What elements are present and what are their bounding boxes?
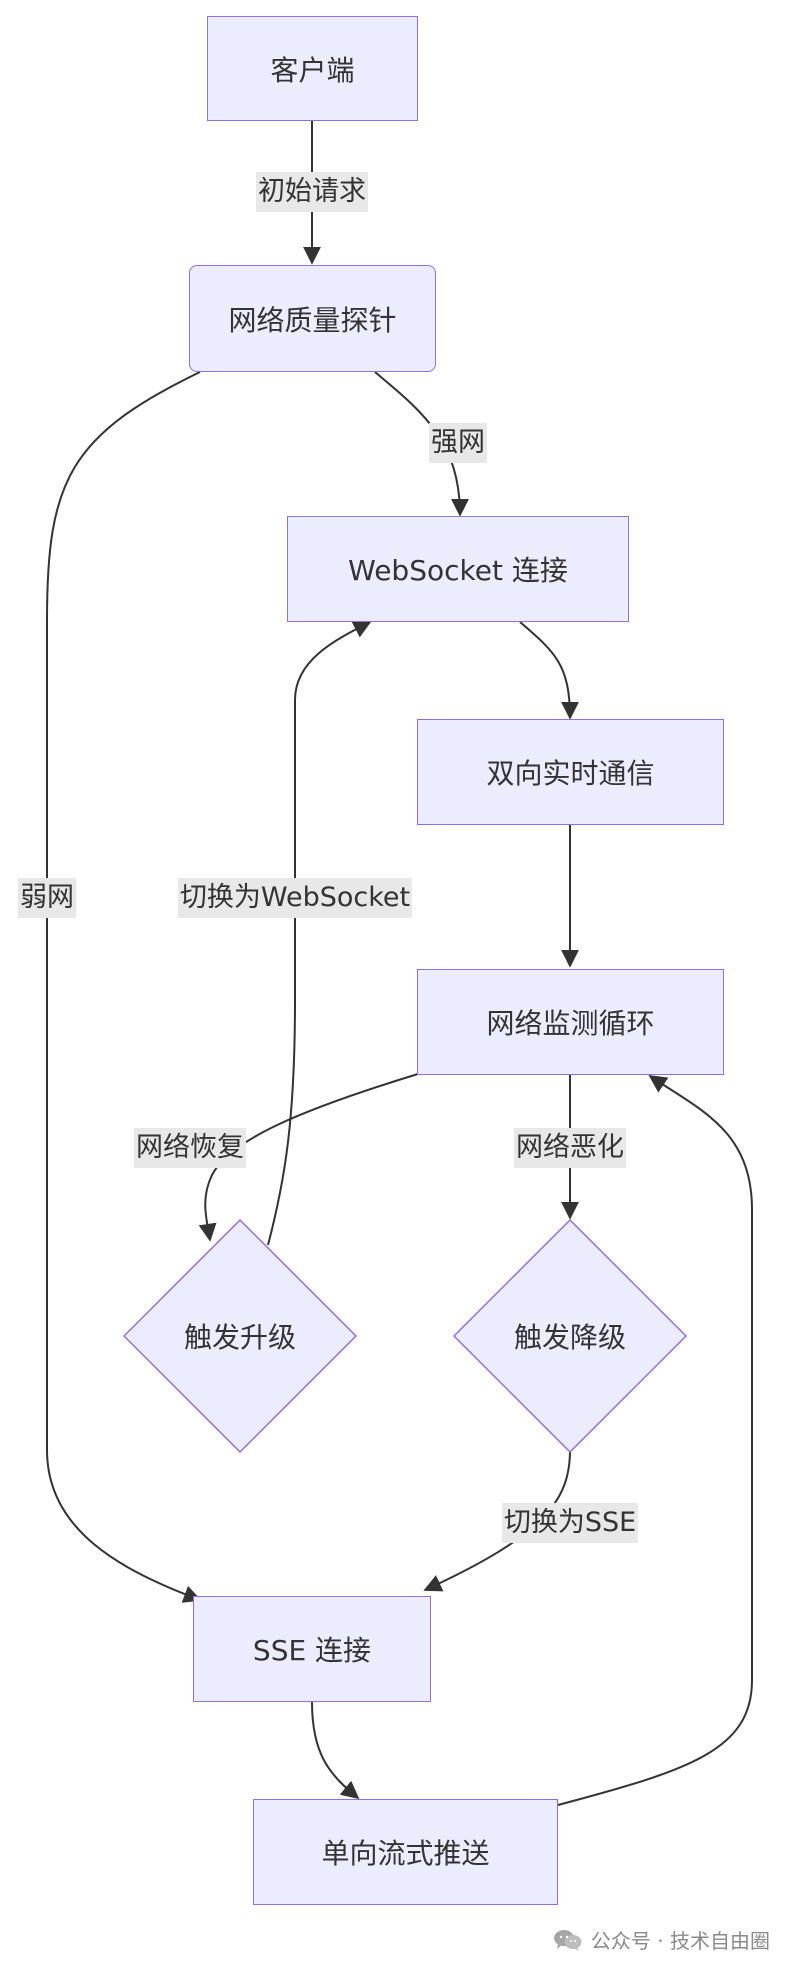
edge-label-switch-to-sse: 切换为SSE bbox=[501, 1503, 639, 1543]
edge-websocket-to-duplex bbox=[519, 621, 579, 720]
websocket-node[interactable]: WebSocket 连接 bbox=[287, 516, 629, 622]
upgrade-node-label: 触发升级 bbox=[183, 1321, 296, 1354]
edge-sse-to-stream bbox=[311, 1701, 360, 1800]
downgrade-diamond-shape[interactable] bbox=[452, 1218, 688, 1454]
monitor-node[interactable]: 网络监测循环 bbox=[417, 969, 724, 1075]
edge-label-switch-to-websocket: 切换为WebSocket bbox=[177, 878, 413, 918]
edge-label-weak-network: 弱网 bbox=[18, 878, 76, 918]
duplex-node[interactable]: 双向实时通信 bbox=[417, 719, 724, 825]
watermark: 公众号 · 技术自由圈 bbox=[553, 1925, 770, 1954]
edge-label-strong-network: 强网 bbox=[429, 423, 487, 463]
sse-node[interactable]: SSE 连接 bbox=[193, 1596, 431, 1702]
edge-stream-to-monitor bbox=[557, 1074, 753, 1806]
edge-label-network-degraded: 网络恶化 bbox=[514, 1128, 626, 1168]
watermark-text: 公众号 · 技术自由圈 bbox=[590, 1929, 770, 1953]
upgrade-diamond-shape[interactable] bbox=[122, 1218, 358, 1454]
edge-label-network-recovered: 网络恢复 bbox=[134, 1128, 246, 1168]
downgrade-node-label: 触发降级 bbox=[513, 1321, 626, 1354]
stream-node[interactable]: 单向流式推送 bbox=[253, 1799, 558, 1905]
wechat-icon bbox=[553, 1928, 583, 1952]
probe-node[interactable]: 网络质量探针 bbox=[189, 265, 436, 372]
client-node[interactable]: 客户端 bbox=[207, 16, 418, 121]
edge-label-initial-request: 初始请求 bbox=[256, 172, 368, 212]
edge-probe-to-sse bbox=[46, 371, 202, 1603]
edge-upgrade-to-websocket bbox=[267, 621, 372, 1246]
